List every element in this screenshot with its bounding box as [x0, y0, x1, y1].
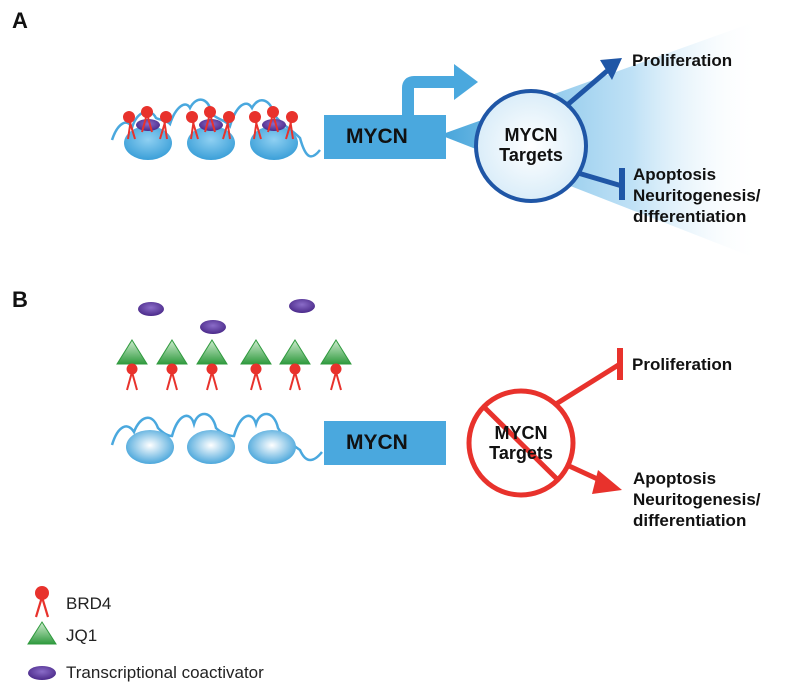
nucleosome	[248, 430, 296, 464]
nucleosome	[187, 126, 235, 160]
jq1-brd4-row	[116, 339, 352, 391]
mycn-targets-circle-a	[474, 89, 588, 203]
activation-cone	[440, 20, 760, 260]
jq1-brd4-unit	[116, 339, 148, 391]
mycn-targets-label-b: MYCN Targets	[473, 423, 569, 463]
nucleosome	[124, 126, 172, 160]
brd4-cluster	[123, 106, 298, 140]
jq1-brd4-unit	[240, 339, 272, 391]
brd4-icon	[34, 586, 50, 618]
inhibition-bar-b	[554, 361, 622, 407]
mycn-gene-label-a: MYCN	[346, 125, 408, 148]
mycn-gene-box-b	[324, 421, 446, 465]
coactivator	[138, 302, 164, 316]
legend	[27, 586, 57, 680]
outcome-line: differentiation	[633, 207, 747, 226]
outcome-proliferation-b: Proliferation	[632, 355, 733, 374]
panel-a-letter: A	[12, 8, 28, 33]
outcome-apoptosis-a: Apoptosis Neuritogenesis/ differentiatio…	[633, 164, 761, 227]
mycn-gene-label-b: MYCN	[346, 431, 408, 454]
nucleosome	[126, 430, 174, 464]
outcome-apoptosis-b: Apoptosis Neuritogenesis/ differentiatio…	[633, 468, 761, 531]
coactivator	[136, 119, 160, 131]
outcome-line: differentiation	[633, 511, 747, 530]
outcome-line: Neuritogenesis/	[633, 490, 761, 509]
legend-coactivator-label: Transcriptional coactivator	[66, 663, 264, 682]
nucleosome	[187, 430, 235, 464]
jq1-brd4-unit	[279, 339, 311, 391]
outcome-line: Apoptosis	[633, 469, 717, 488]
activation-arrow	[564, 69, 609, 108]
outcome-line: Apoptosis	[633, 165, 717, 184]
panel-b	[110, 299, 623, 498]
inhibition-bar-a	[577, 170, 623, 189]
outcome-line: Neuritogenesis/	[633, 186, 761, 205]
targets-line1: MYCN	[494, 423, 548, 443]
legend-brd4-label: BRD4	[66, 594, 112, 613]
prohibition-slash	[481, 404, 560, 482]
jq1-brd4-unit	[196, 339, 228, 391]
mycn-targets-label-a: MYCN Targets	[483, 125, 579, 165]
jq1-triangle-icon	[27, 621, 57, 645]
targets-line2: Targets	[499, 145, 563, 165]
coactivator	[199, 119, 223, 131]
coactivator	[289, 299, 315, 313]
targets-line2: Targets	[489, 443, 553, 463]
transcription-arrow	[402, 76, 456, 115]
nucleosome	[250, 126, 298, 160]
panel-b-letter: B	[12, 287, 28, 312]
coactivator	[200, 320, 226, 334]
coactivator	[262, 119, 286, 131]
outcome-proliferation-a: Proliferation	[632, 51, 733, 70]
mycn-gene-box-a	[324, 115, 446, 159]
jq1-brd4-unit	[320, 339, 352, 391]
jq1-brd4-unit	[156, 339, 188, 391]
legend-jq1-label: JQ1	[66, 626, 98, 645]
panel-a	[110, 20, 760, 260]
coactivator-ellipse-icon	[28, 666, 56, 680]
targets-line1: MYCN	[504, 125, 558, 145]
